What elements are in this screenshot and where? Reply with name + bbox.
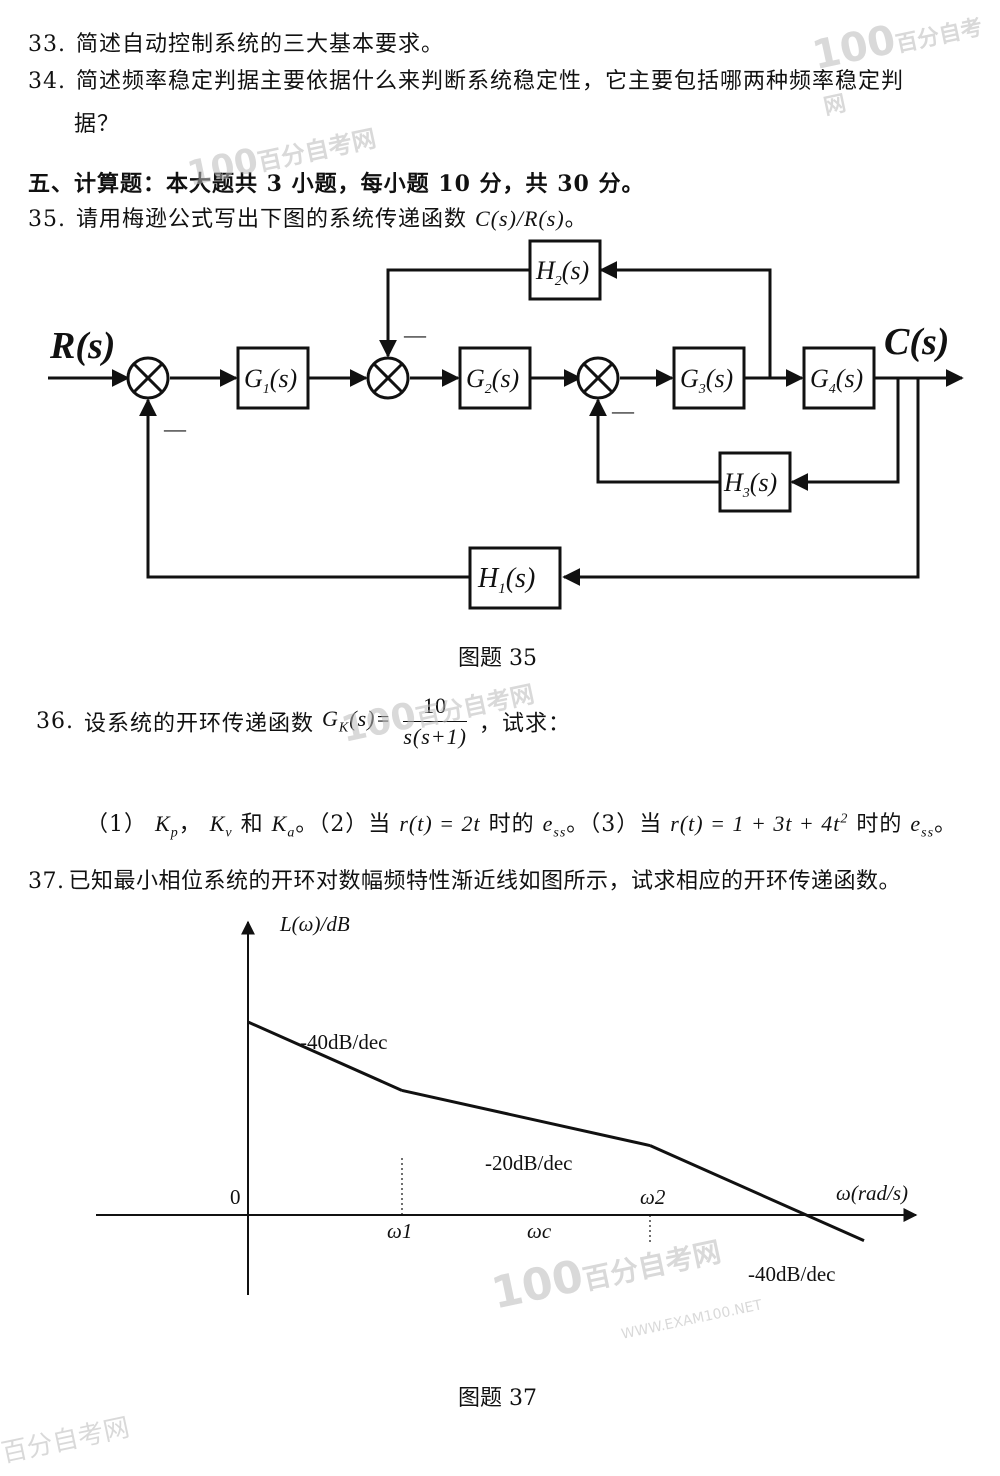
kp-symbol: Kp [155,811,179,841]
question-text: 时的 [856,812,903,837]
question-35: 35. 请用梅逊公式写出下图的系统传递函数 C(s)/R(s)。 [28,201,588,233]
block-g2-label: G2(s) [466,364,519,397]
figure-37-caption: 图题 37 [458,1386,537,1411]
watermark-logo: 100百分自考网 [808,15,985,121]
output-label: C(s) [884,321,949,363]
summing-junction-1 [126,356,170,400]
question-number: 36. [36,709,74,734]
ka-symbol: Ka [271,811,296,841]
ess-symbol: ess [542,811,567,841]
h2-feedback-path [379,268,530,358]
minus-sign: — [163,416,187,441]
fraction-numerator: 10 [403,693,467,722]
tick-label-omega1: ω1 [387,1219,412,1243]
bode-chart-37: L(ω)/dB ω(rad/s) 0 ω1 ωc ω2 -40dB/dec -2… [96,912,918,1295]
question-text: ，试求： [478,711,571,737]
block-h2-label: H2(s) [535,256,589,289]
block-h1 [468,546,562,610]
kv-symbol: Kv [209,811,233,841]
section-header: 五、计算题：本大题共 3 小题，每小题 10 分，共 30 分。 [28,166,645,198]
question-text: 设系统的开环传递函数 [84,711,315,737]
question-text: 据？ [74,112,121,137]
block-g1 [236,346,310,410]
block-h3-label: H3(s) [723,468,777,501]
question-33: 33. 简述自动控制系统的三大基本要求。 [28,26,444,58]
minus-sign: — [403,322,427,347]
ess-symbol: ess [910,811,935,841]
question-34: 34. 简述频率稳定判据主要依据什么来判断系统稳定性，它主要包括哪两种频率稳定判 [28,63,904,95]
question-36: 36. 设系统的开环传递函数 GK(s)= 10 s(s+1) ，试求： [36,693,571,763]
tick-label-omega2: ω2 [640,1185,666,1209]
block-h3 [718,451,792,513]
part-label: 。（3）当 [566,812,663,837]
block-g2 [458,346,532,410]
section-title: 五、计算题：本大题共 3 小题，每小题 10 分，共 30 分。 [28,171,645,197]
question-text: 请用梅逊公式写出下图的系统传递函数 [76,207,468,232]
x-axis-label: ω(rad/s) [836,1181,908,1205]
slope-label-2: -20dB/dec [485,1151,572,1175]
y-axis-label: L(ω)/dB [279,912,350,936]
punctuation: 。 [564,207,588,232]
question-text: 已知最小相位系统的开环对数幅频特性渐近线如图所示，试求相应的开环传递函数。 [68,869,902,894]
question-number: 37. [28,869,65,894]
block-h1-label: H1(s) [477,563,535,597]
part-label: （1） [86,812,147,837]
watermark-brand: 百分自考网 [0,1412,133,1470]
asymptote-segment-1 [247,1020,403,1092]
slope-label-3: -40dB/dec [748,1262,835,1286]
asymptote-segment-2 [401,1088,651,1148]
question-36-parts: （1） Kp， Kv 和 Ka。（2）当 r(t) = 2t 时的 ess。（3… [86,806,957,841]
summing-junction-2 [366,356,410,400]
figure-35-caption: 图题 35 [458,646,537,671]
input-signal-1: r(t) = 2t [399,811,481,836]
summing-junction-3 [576,356,620,400]
minus-sign: — [611,398,635,423]
punctuation: ， [178,812,202,837]
question-text: 简述自动控制系统的三大基本要求。 [76,32,445,57]
block-g4-label: G4(s) [810,364,863,397]
block-g1-label: G1(s) [244,364,297,397]
block-h2 [528,239,602,301]
question-number: 34. [28,69,66,94]
fraction-denominator: s(s+1) [403,724,467,749]
question-34-continued: 据？ [74,106,120,138]
asymptote-segment-3 [649,1144,865,1243]
part-label: 。（2）当 [295,812,392,837]
slope-label-1: -40dB/dec [300,1030,387,1054]
transfer-formula: C(s)/R(s) [475,206,565,231]
h3-feedback-path [790,378,900,491]
gk-symbol: GK(s)= [322,706,392,736]
block-g3-label: G3(s) [680,364,733,397]
question-37: 37.已知最小相位系统的开环对数幅频特性渐近线如图所示，试求相应的开环传递函数。 [28,863,901,895]
origin-label: 0 [230,1185,241,1209]
question-text: 时的 [488,812,535,837]
punctuation: 。 [934,812,958,837]
block-g4 [802,346,876,410]
question-number: 35. [28,207,66,232]
block-diagram-35: G1(s) G2(s) G3(s) G4(s) H2(s) H3(s) H1(s… [48,239,964,610]
h2-feedback-path [599,261,772,378]
h1-feedback-path [139,398,470,579]
input-signal-2: r(t) = 1 + 3t + 4t2 [670,811,849,836]
question-text: 简述频率稳定判据主要依据什么来判断系统稳定性，它主要包括哪两种频率稳定判 [76,69,905,94]
input-label: R(s) [49,325,115,367]
h1-feedback-path [562,378,920,586]
conjunction: 和 [240,812,264,837]
block-g3 [672,346,746,410]
tick-label-omegac: ωc [527,1219,552,1243]
h3-feedback-path [589,398,720,484]
transfer-fraction: 10 s(s+1) [403,693,467,750]
question-number: 33. [28,32,66,57]
